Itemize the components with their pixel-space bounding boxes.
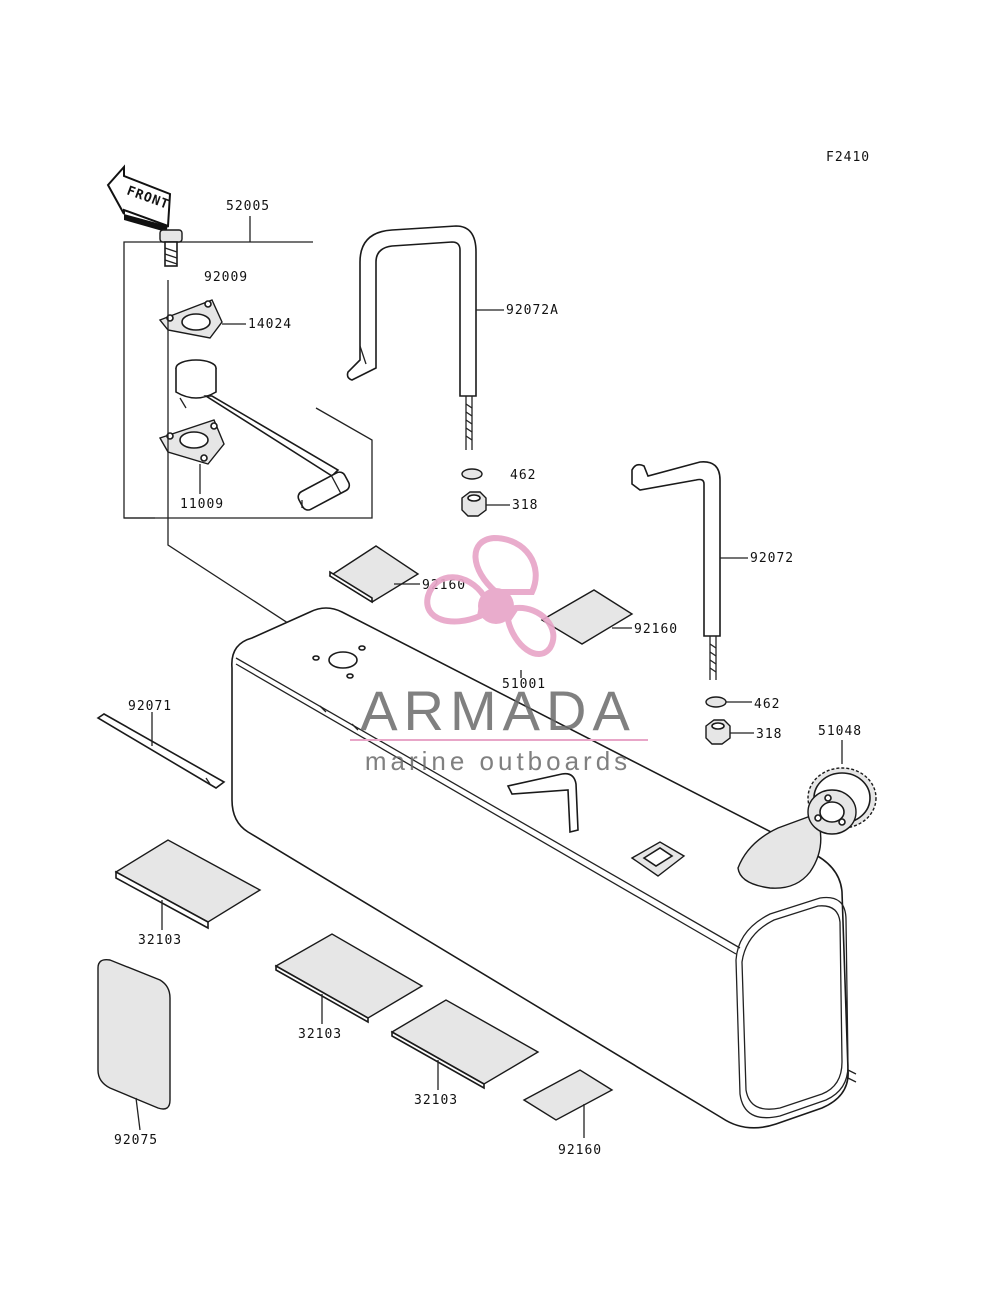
propeller-logo-icon [424,534,557,657]
label-11009: 11009 [180,497,224,512]
label-92072: 92072 [750,551,794,566]
label-92160-c: 92160 [558,1143,602,1158]
label-92009: 92009 [204,270,248,285]
pad-32103-a: 32103 [114,839,262,948]
strap-92072: 92072 [631,461,794,680]
strap-92072A: 92072A [346,225,559,450]
label-318-lower: 318 [756,727,782,742]
gasket-11009: 11009 [158,419,225,512]
fuel-tank-51001: 51001 [231,607,857,1129]
pad-32103-c: 32103 [390,999,540,1108]
cover-92075: 92075 [97,958,171,1148]
figure-id: F2410 [826,150,870,165]
label-52005: 52005 [226,199,270,214]
label-32103-a: 32103 [138,933,182,948]
armada-watermark: ARMADA marine outboards [350,534,648,776]
nut-318-upper: 318 [461,491,538,517]
label-318-upper: 318 [512,498,538,513]
label-92160-b: 92160 [634,622,678,637]
assembly-box-52005: 52005 [123,199,373,519]
label-462-lower: 462 [754,697,780,712]
watermark-brand: ARMADA [360,679,636,742]
label-92072A: 92072A [506,303,559,318]
label-14024: 14024 [248,317,292,332]
pad-32103-b: 32103 [274,933,424,1042]
washer-462-lower: 462 [705,696,780,712]
label-51048: 51048 [818,724,862,739]
label-32103-c: 32103 [414,1093,458,1108]
fuel-sender-unit [175,359,351,511]
leader-assembly-to-tank [167,280,315,641]
pad-92160-a: 92160 [328,545,465,604]
washer-462-upper: 462 [461,468,536,483]
band-92071: 92071 [96,699,226,789]
plate-14024: 14024 [158,299,292,339]
label-32103-b: 32103 [298,1027,342,1042]
label-92075: 92075 [114,1133,158,1148]
pad-92160-c: 92160 [522,1069,614,1158]
watermark-tagline: marine outboards [365,746,631,776]
pad-92160-b: 92160 [540,589,678,645]
label-51001: 51001 [502,677,546,692]
screw-92009: 92009 [159,229,248,285]
label-92071: 92071 [128,699,172,714]
label-462-upper: 462 [510,468,536,483]
filler-cap-51048: 51048 [807,724,877,835]
nut-318-lower: 318 [705,719,782,745]
front-arrow-icon: FRONT [106,164,171,232]
